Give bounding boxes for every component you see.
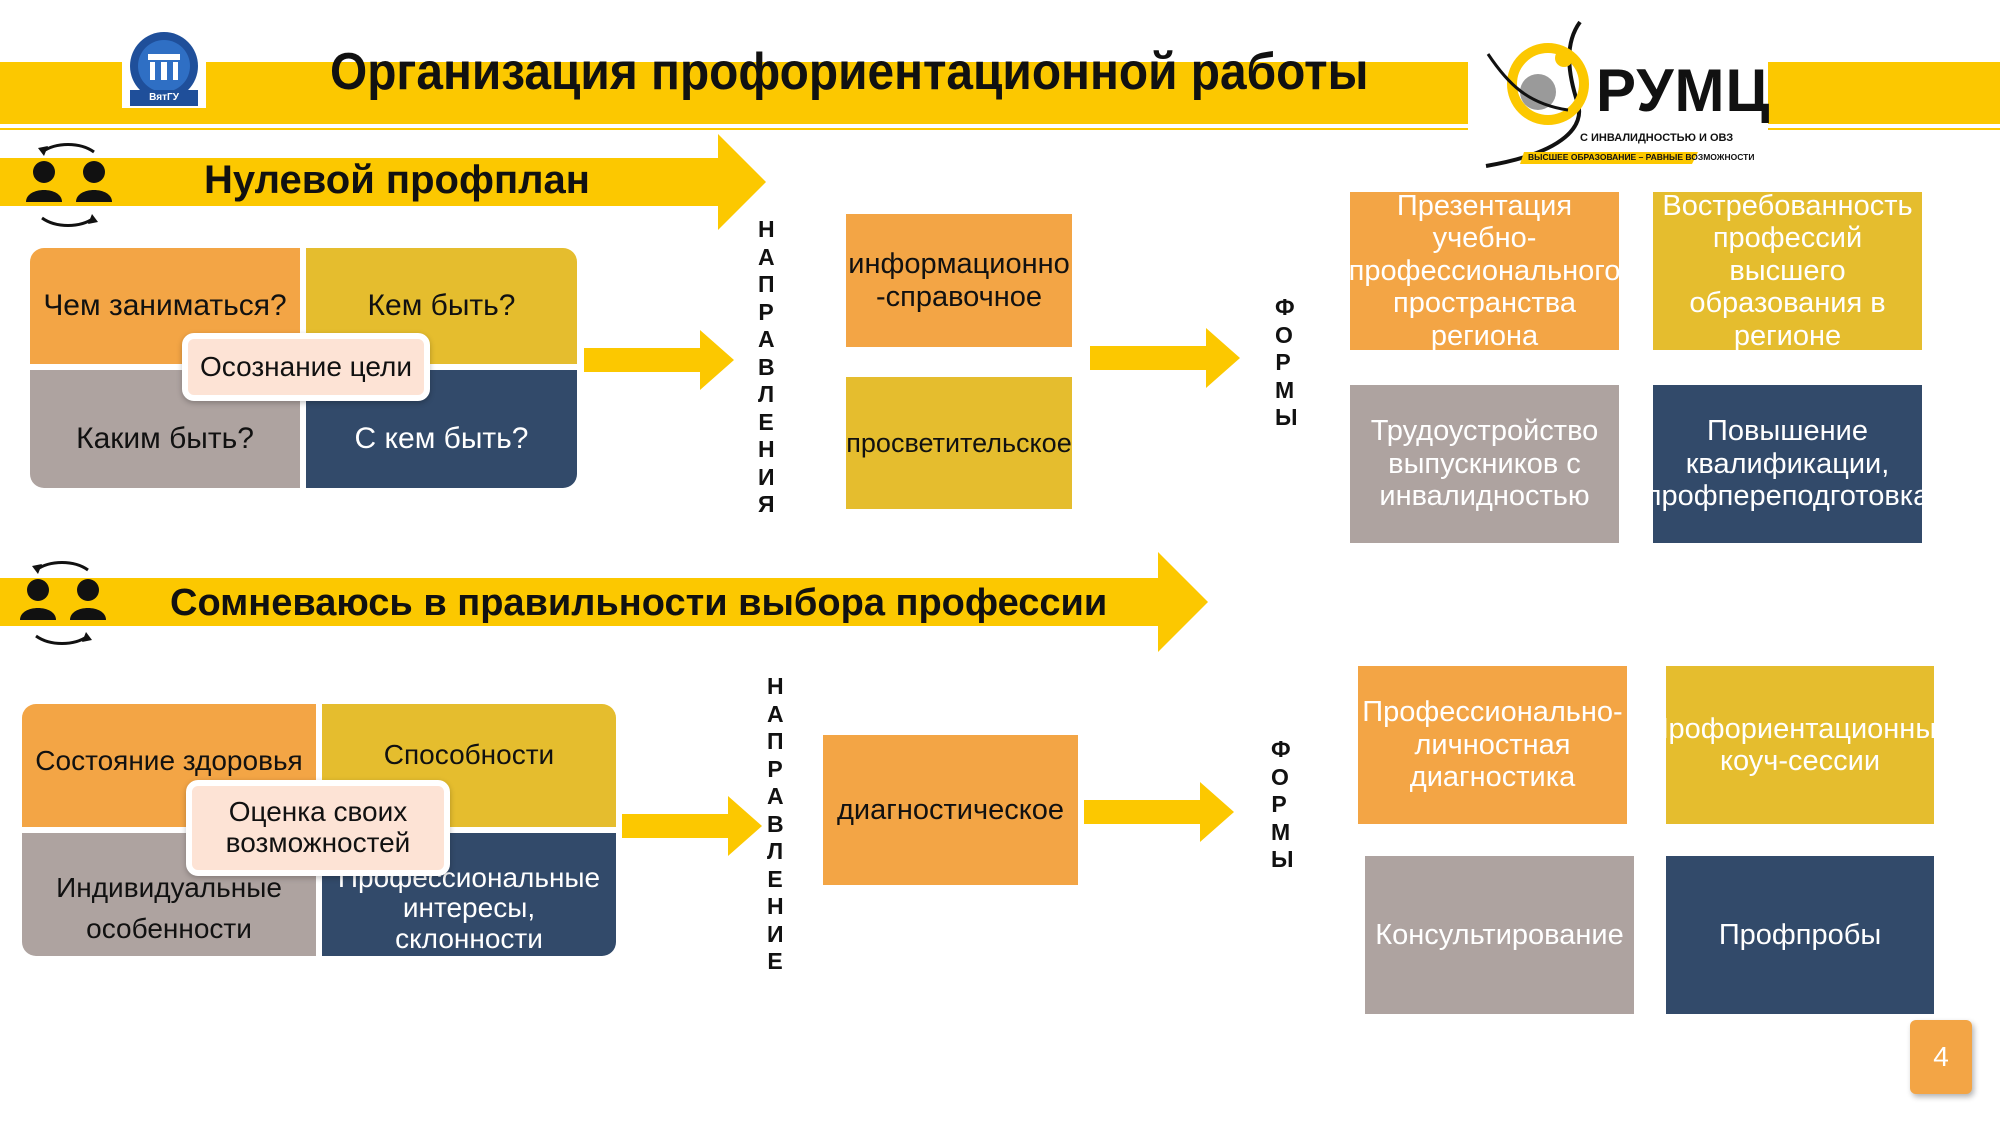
people-exchange-icon-2 bbox=[20, 561, 106, 645]
section2-form-coaching: Профориентационные коуч-сессии bbox=[1648, 666, 1952, 824]
page-number: 4 bbox=[1910, 1020, 1972, 1094]
rumc-logo-name: РУМЦ bbox=[1596, 57, 1771, 124]
section1-directions-label-text: НАПРАВЛЕНИЯ bbox=[758, 216, 775, 517]
vyatgu-logo-text: ВятГУ bbox=[149, 92, 179, 103]
section2-form-trials: Профпробы bbox=[1666, 856, 1934, 1014]
grid2-bottom-right: Профессиональные интересы, склонности bbox=[322, 833, 616, 956]
section2-grid: Состояние здоровья Способности Индивидуа… bbox=[22, 704, 616, 956]
section2-directions-label-text: НАПРАВЛЕНИЕ bbox=[767, 673, 784, 974]
section1-form-demand: Востребованность профессий высшего образ… bbox=[1653, 190, 1922, 352]
section1-directions-label: НАПРАВЛЕНИЯ bbox=[751, 216, 781, 519]
page-title: Организация профориентационной работы bbox=[330, 43, 1369, 101]
section2-directions-label: НАПРАВЛЕНИЕ bbox=[760, 673, 790, 976]
arrow-to-directions-1 bbox=[584, 330, 734, 390]
section2-forms-label: ФОРМЫ bbox=[1264, 736, 1294, 874]
rumc-logo-line2: ВЫСШЕЕ ОБРАЗОВАНИЕ – РАВНЫЕ ВОЗМОЖНОСТИ bbox=[1528, 152, 1755, 162]
section2-arrow-banner bbox=[0, 552, 1208, 652]
vyatgu-logo: ВятГУ bbox=[122, 28, 206, 108]
section2-direction-diagnostic: диагностическое bbox=[823, 735, 1078, 885]
header-band-underline bbox=[0, 128, 2000, 130]
section1-title: Нулевой профплан bbox=[204, 158, 590, 202]
section2-forms-label-text: ФОРМЫ bbox=[1271, 736, 1294, 872]
section1-forms-label-text: ФОРМЫ bbox=[1275, 294, 1298, 430]
arrow-to-forms-1 bbox=[1090, 328, 1240, 388]
header-band-left bbox=[0, 62, 1470, 124]
grid1-bottom-right: С кем быть? bbox=[306, 370, 577, 488]
arrow-to-forms-2 bbox=[1084, 782, 1234, 842]
section1-form-presentation: Презентация учебно-профессионального про… bbox=[1348, 189, 1621, 352]
section2-form-diagnostics: Профессионально-личностная диагностика bbox=[1358, 666, 1627, 824]
arrow-to-directions-2 bbox=[622, 796, 762, 856]
header-band-right bbox=[1768, 62, 2000, 124]
grid1-center-goal: Осознание цели bbox=[182, 333, 430, 401]
section2-title: Сомневаюсь в правильности выбора професс… bbox=[170, 582, 1108, 624]
rumc-logo: РУМЦ С ИНВАЛИДНОСТЬЮ И ОВЗ ВЫСШЕЕ ОБРАЗО… bbox=[1468, 14, 1771, 170]
section1-forms-label: ФОРМЫ bbox=[1268, 294, 1298, 432]
section1-form-employment: Трудоустройство выпускников с инвалиднос… bbox=[1350, 385, 1619, 543]
section2-form-consulting: Консультирование bbox=[1365, 856, 1634, 1014]
grid2-center-assessment: Оценка своих возможностей bbox=[186, 780, 450, 876]
section1-arrow-banner bbox=[0, 134, 766, 230]
people-exchange-icon bbox=[26, 143, 112, 227]
rumc-logo-line1: С ИНВАЛИДНОСТЬЮ И ОВЗ bbox=[1580, 132, 1734, 144]
section1-form-qualification: Повышение квалификации, профпереподготов… bbox=[1646, 385, 1929, 543]
section1-direction-info: информационно -справочное bbox=[846, 214, 1072, 347]
section1-direction-education: просветительское bbox=[846, 377, 1072, 509]
